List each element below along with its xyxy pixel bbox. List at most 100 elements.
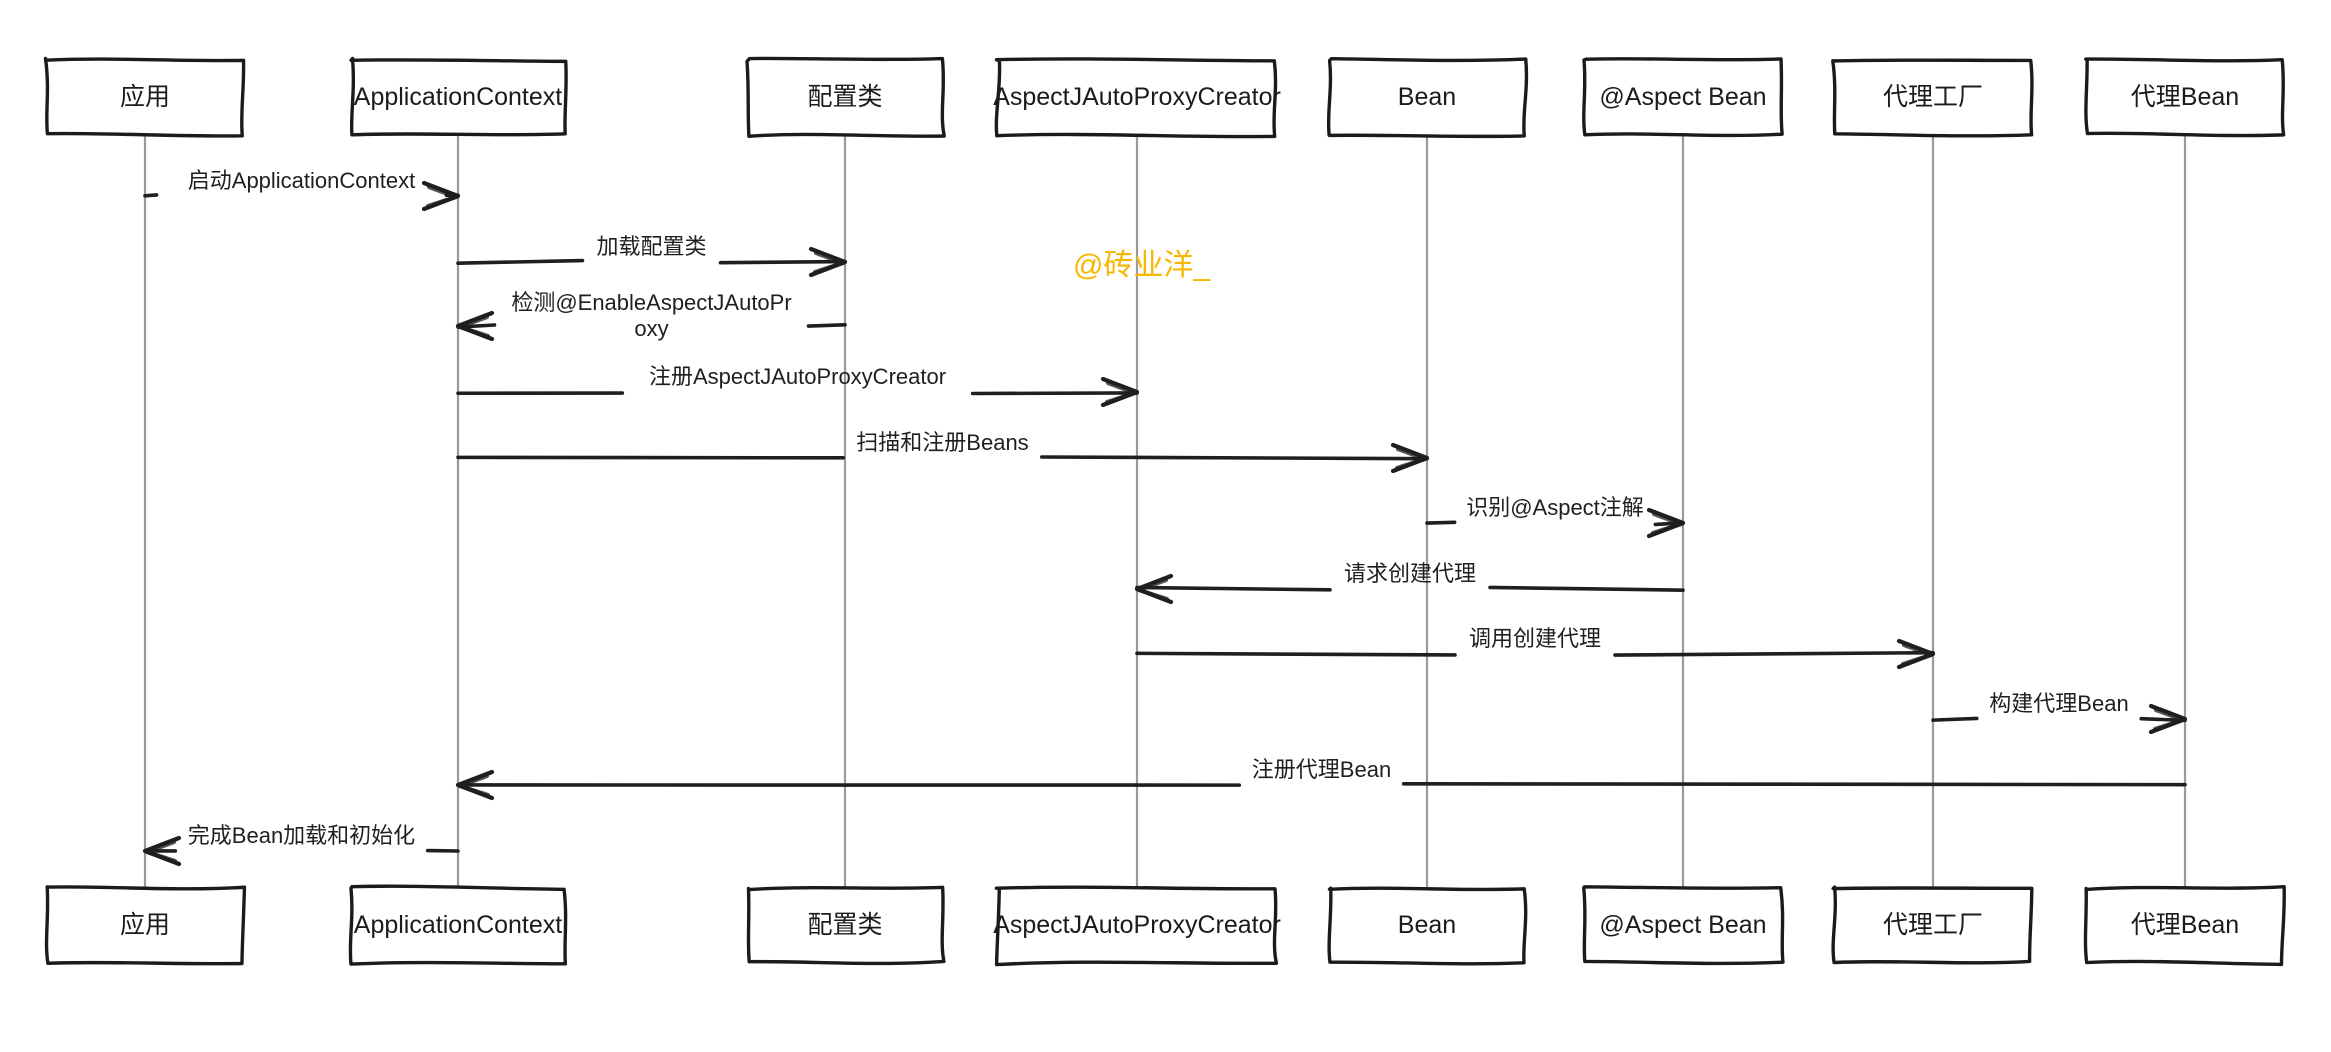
- message-line-left: [1425, 520, 1457, 525]
- message-line-left: [1931, 716, 1979, 722]
- participant-box-outline: [1582, 57, 1784, 138]
- arrowhead-sketch-stroke: [1900, 642, 1934, 667]
- arrowhead-sketch-stroke: [1650, 511, 1684, 536]
- participant-label: @Aspect Bean: [1599, 911, 1766, 939]
- message-line-left: [1135, 585, 1332, 592]
- participant-box-factory-bottom[interactable]: 代理工厂: [1831, 885, 2034, 965]
- message-label: 调用创建代理: [1469, 626, 1601, 651]
- arrowhead-sketch-stroke: [1104, 380, 1138, 405]
- message-line-right: [806, 323, 847, 328]
- participant-label: AspectJAutoProxyCreator: [993, 911, 1281, 939]
- participant-label: ApplicationContext: [354, 83, 563, 111]
- message-line-right: [1613, 650, 1935, 657]
- arrowhead-sketch-stroke: [1136, 577, 1170, 602]
- participant-label: 配置类: [807, 911, 882, 939]
- message-line-right: [718, 259, 847, 265]
- participant-box-aspectbean-bottom[interactable]: @Aspect Bean: [1582, 885, 1785, 966]
- participant-box-outline: [994, 57, 1278, 139]
- message-label: 启动ApplicationContext: [188, 168, 415, 193]
- participant-box-app-top[interactable]: 应用: [43, 56, 246, 138]
- participant-label: 代理Bean: [2131, 83, 2239, 111]
- participant-box-outline: [1582, 885, 1785, 966]
- participant-box-creator-bottom[interactable]: AspectJAutoProxyCreator: [993, 885, 1281, 967]
- watermark-text: @砖业洋_: [1073, 249, 1211, 282]
- message-line-left: [143, 193, 159, 198]
- participant-label: 应用: [120, 83, 170, 111]
- participant-header-boxes: 应用 ApplicationContext 配置类 AspectJAutoProxyC…: [43, 56, 2286, 139]
- lifelines-layer: [143, 135, 2187, 888]
- arrowhead-sketch-stroke: [457, 773, 491, 798]
- participant-box-outline: [1831, 885, 2034, 965]
- participant-box-outline: [1831, 58, 2034, 138]
- message-m4[interactable]: 注册AspectJAutoProxyCreator: [456, 364, 1140, 408]
- message-m11[interactable]: 完成Bean加载和初始化: [142, 823, 460, 867]
- participant-box-outline: [2084, 57, 2286, 138]
- participant-label: 代理Bean: [2131, 911, 2239, 939]
- participant-label: 配置类: [807, 83, 882, 111]
- message-line-left: [456, 258, 585, 265]
- participant-box-outline: [1326, 57, 1529, 139]
- message-label: 注册代理Bean: [1252, 757, 1391, 782]
- participant-box-config-top[interactable]: 配置类: [745, 56, 946, 138]
- message-m9[interactable]: 构建代理Bean: [1931, 691, 2188, 735]
- message-m5[interactable]: 扫描和注册Beans: [456, 430, 1430, 474]
- participant-box-outline: [994, 885, 1279, 967]
- message-m1[interactable]: 启动ApplicationContext: [143, 168, 461, 212]
- message-m7[interactable]: 请求创建代理: [1134, 561, 1685, 605]
- message-line-right: [970, 391, 1139, 396]
- messages-layer: 启动ApplicationContext 加载配置类检测@EnableAspect…: [142, 168, 2188, 867]
- participant-label: 代理工厂: [1883, 911, 1983, 939]
- participant-label: Bean: [1398, 83, 1456, 111]
- participant-box-ctx-bottom[interactable]: ApplicationContext: [348, 884, 568, 966]
- participant-box-aspectbean-top[interactable]: @Aspect Bean: [1582, 57, 1784, 138]
- participant-label: AspectJAutoProxyCreator: [993, 83, 1281, 111]
- participant-box-outline: [746, 885, 946, 966]
- arrowhead-sketch-stroke: [144, 839, 178, 864]
- arrowhead-sketch-stroke: [425, 184, 459, 209]
- message-m6[interactable]: 识别@Aspect注解: [1425, 495, 1686, 539]
- arrowhead-sketch-stroke: [812, 250, 846, 275]
- participant-box-proxybean-top[interactable]: 代理Bean: [2084, 57, 2286, 138]
- participant-box-creator-top[interactable]: AspectJAutoProxyCreator: [993, 57, 1281, 139]
- participant-box-bean-bottom[interactable]: Bean: [1327, 886, 1528, 966]
- participant-box-outline: [1327, 886, 1528, 966]
- message-line-right: [1488, 585, 1685, 592]
- participant-label: 应用: [120, 911, 170, 939]
- participant-box-outline: [348, 884, 568, 966]
- participant-label: ApplicationContext: [354, 911, 563, 939]
- participant-box-outline: [349, 56, 568, 137]
- message-line-right: [1401, 782, 2187, 787]
- message-label: 完成Bean加载和初始化: [188, 823, 415, 848]
- message-line-right: [1039, 455, 1429, 461]
- participant-footer-boxes: 应用 ApplicationContext 配置类 AspectJAutoProxyC…: [44, 884, 2286, 967]
- message-label: 识别@Aspect注解: [1466, 495, 1644, 520]
- participant-box-app-bottom[interactable]: 应用: [44, 885, 247, 966]
- arrowhead-sketch-stroke: [1394, 446, 1428, 471]
- watermark-layer: @砖业洋_: [1073, 249, 1211, 282]
- message-m8[interactable]: 调用创建代理: [1135, 626, 1936, 670]
- message-label: 构建代理Bean: [1989, 691, 2128, 716]
- participant-label: @Aspect Bean: [1599, 83, 1766, 111]
- message-m10[interactable]: 注册代理Bean: [455, 757, 2187, 801]
- arrowhead-sketch-stroke: [2152, 707, 2186, 732]
- message-line-left: [1135, 651, 1457, 657]
- participant-label: Bean: [1398, 911, 1456, 939]
- participant-box-ctx-top[interactable]: ApplicationContext: [349, 56, 568, 137]
- message-label: 加载配置类: [596, 234, 706, 259]
- message-m2[interactable]: 加载配置类: [456, 234, 848, 278]
- participant-box-factory-top[interactable]: 代理工厂: [1831, 58, 2034, 138]
- arrowhead-sketch-stroke: [457, 314, 491, 339]
- participant-box-proxybean-bottom[interactable]: 代理Bean: [2083, 884, 2286, 967]
- participant-box-outline: [43, 56, 246, 138]
- participant-label: 代理工厂: [1883, 83, 1983, 111]
- participant-box-outline: [44, 885, 247, 966]
- message-label: 扫描和注册Beans: [856, 430, 1028, 455]
- participant-box-config-bottom[interactable]: 配置类: [746, 885, 946, 966]
- participant-box-bean-top[interactable]: Bean: [1326, 57, 1529, 139]
- participant-box-outline: [745, 56, 946, 138]
- participant-box-outline: [2083, 884, 2286, 967]
